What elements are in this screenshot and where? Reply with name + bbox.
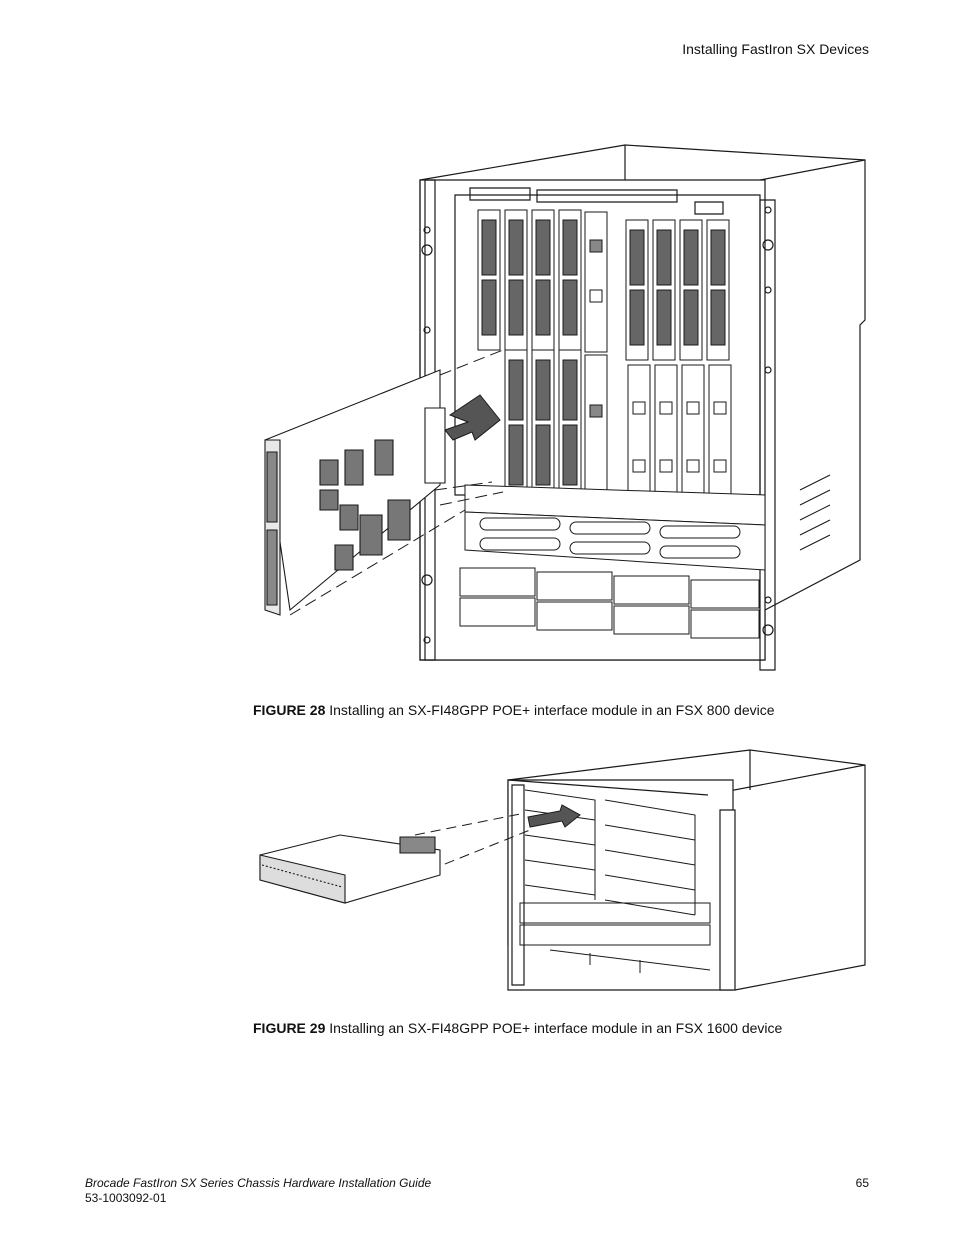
figure-29-caption: FIGURE 29 Installing an SX-FI48GPP POE+ …: [253, 1020, 782, 1036]
footer-doc-info: Brocade FastIron SX Series Chassis Hardw…: [85, 1176, 431, 1206]
footer-doc-title: Brocade FastIron SX Series Chassis Hardw…: [85, 1176, 432, 1190]
figure-29-label: FIGURE 29: [253, 1020, 326, 1036]
figure-28-caption: FIGURE 28 Installing an SX-FI48GPP POE+ …: [253, 702, 775, 718]
figure-28-label: FIGURE 28: [253, 702, 326, 718]
fsx800-illustration: [240, 140, 870, 685]
figure-28-text: Installing an SX-FI48GPP POE+ interface …: [329, 702, 775, 718]
footer-doc-number: 53-1003092-01: [85, 1191, 167, 1205]
figure-29-text: Installing an SX-FI48GPP POE+ interface …: [329, 1020, 783, 1036]
running-header: Installing FastIron SX Devices: [682, 41, 869, 57]
page-number: 65: [855, 1176, 869, 1190]
fsx1600-illustration: [250, 735, 870, 1000]
